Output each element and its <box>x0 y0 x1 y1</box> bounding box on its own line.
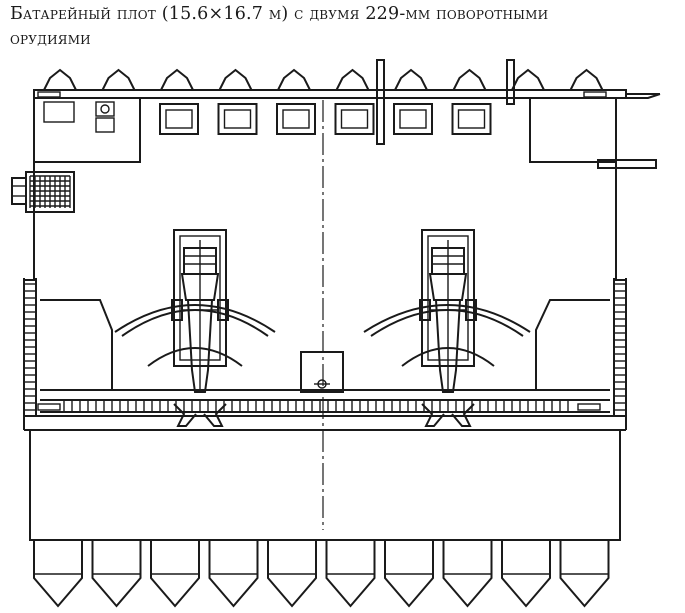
front-pontoon-tip <box>452 68 487 91</box>
bottom-platform <box>29 429 621 541</box>
gun-port <box>217 103 258 135</box>
rear-pontoon <box>267 540 317 608</box>
gun-port-window <box>165 109 193 129</box>
rear-pontoon <box>150 540 200 608</box>
front-pontoon-tip <box>160 68 194 91</box>
rear-pontoon <box>325 540 376 608</box>
gun-port-window <box>223 109 252 129</box>
gun-barrel <box>186 299 214 393</box>
deck-rail <box>37 389 610 413</box>
front-pontoon-tip <box>394 68 428 91</box>
rear-pontoon <box>559 540 610 608</box>
gun-port-window <box>282 109 310 129</box>
caption-line-1: Батарейный плот (15.6×16.7 м) с двумя 22… <box>10 4 549 24</box>
gun-port <box>159 103 199 135</box>
rear-pontoon <box>442 540 493 608</box>
mount-bracket <box>173 403 197 427</box>
mount-bracket <box>203 403 227 427</box>
side-bays <box>40 299 610 391</box>
top-posts <box>376 59 515 145</box>
rear-pontoon <box>384 540 434 608</box>
rear-pontoon <box>501 540 551 608</box>
side-ladders <box>23 278 627 416</box>
mount-bracket <box>421 403 445 427</box>
front-pontoon-tip <box>218 68 253 91</box>
front-pontoon-tip <box>569 68 604 91</box>
front-pontoon-tip <box>43 68 77 91</box>
caption-line-2: орудиями <box>10 29 91 49</box>
gun-port <box>393 103 433 135</box>
gun-port <box>451 103 492 135</box>
gun-barrel <box>434 299 462 393</box>
gun-port <box>334 103 375 135</box>
gun-mount <box>419 229 477 427</box>
rear-pontoon <box>33 540 83 608</box>
gun-mount <box>171 229 229 427</box>
left-cabin <box>34 98 141 163</box>
gun-ports <box>159 103 492 135</box>
front-pontoon-tip <box>335 68 370 91</box>
front-pontoon-tip <box>277 68 311 91</box>
right-cabin <box>529 98 657 169</box>
rear-pontoon <box>91 540 142 608</box>
figure-caption: Батарейный плот (15.6×16.7 м) с двумя 22… <box>10 2 675 52</box>
rear-pontoons <box>33 540 610 608</box>
top-beam <box>33 89 661 99</box>
rear-pontoon <box>208 540 259 608</box>
gun-port <box>276 103 316 135</box>
central-hatch <box>300 351 344 393</box>
gun-port-window <box>399 109 427 129</box>
front-pontoons <box>43 68 604 91</box>
gun-port-window <box>340 109 369 129</box>
gun-port-window <box>457 109 486 129</box>
mount-bracket <box>451 403 475 427</box>
front-pontoon-tip <box>101 68 136 91</box>
front-pontoon-tip <box>511 68 545 91</box>
grille-box <box>11 171 75 213</box>
guns <box>171 229 477 427</box>
